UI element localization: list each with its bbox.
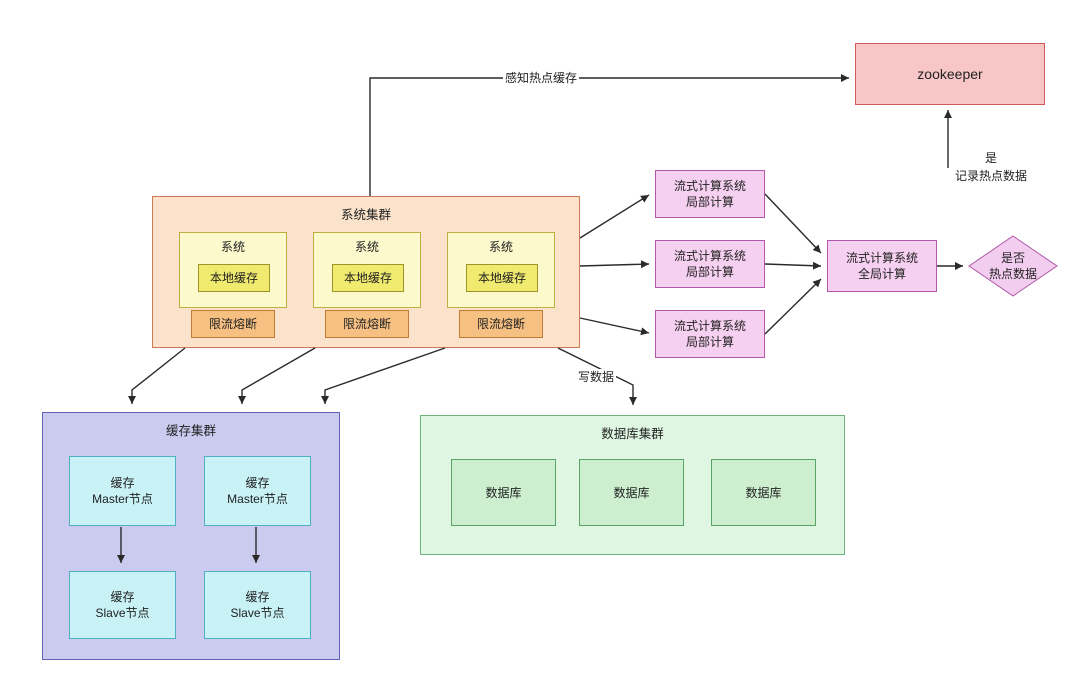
database-cluster-title: 数据库集群 xyxy=(601,427,664,441)
database-label: 数据库 xyxy=(485,485,522,500)
zookeeper-label: zookeeper xyxy=(917,66,983,82)
cache-cluster-title: 缓存集群 xyxy=(165,424,216,438)
local-cache-node: 本地缓存 xyxy=(198,264,270,292)
record-hot-data-line: 记录热点数据 xyxy=(954,169,1027,183)
cache-cluster: 缓存集群 缓存 Master节点 缓存 Master节点 缓存 Slave节点 … xyxy=(42,412,340,660)
cache-slave-line2: Slave节点 xyxy=(230,606,285,620)
cache-slave-line1: 缓存 xyxy=(110,590,135,604)
rate-limit-node: 限流熔断 xyxy=(459,310,543,338)
system-title: 系统 xyxy=(354,240,379,254)
stream-local-node: 流式计算系统 局部计算 xyxy=(655,310,765,358)
edge-to-stream-local-1 xyxy=(579,194,650,239)
edge-local2-to-global xyxy=(764,261,822,270)
database-node: 数据库 xyxy=(579,459,684,526)
record-yes-label: 是 xyxy=(984,151,997,165)
cache-slave-line2: Slave节点 xyxy=(95,606,150,620)
record-hot-data-label: 是 记录热点数据 xyxy=(935,149,1047,185)
stream-local-line1: 流式计算系统 xyxy=(673,319,746,333)
database-node: 数据库 xyxy=(711,459,816,526)
system-title: 系统 xyxy=(220,240,245,254)
local-cache-node: 本地缓存 xyxy=(466,264,538,292)
stream-global-line2: 全局计算 xyxy=(857,267,906,281)
write-data-label: 写数据 xyxy=(576,369,617,385)
rate-limit-node: 限流熔断 xyxy=(325,310,409,338)
local-cache-node: 本地缓存 xyxy=(332,264,404,292)
rate-limit-label: 限流熔断 xyxy=(208,317,257,331)
local-cache-label: 本地缓存 xyxy=(343,271,392,285)
edge-to-cache-3 xyxy=(321,347,446,404)
perceive-hot-cache-label: 感知热点缓存 xyxy=(503,70,580,86)
cache-master-line1: 缓存 xyxy=(245,476,270,490)
stream-local-node: 流式计算系统 局部计算 xyxy=(655,240,765,288)
system-title: 系统 xyxy=(488,240,513,254)
edge-local3-to-global xyxy=(764,278,822,335)
cache-master-node: 缓存 Master节点 xyxy=(69,456,176,526)
decision-line1: 是否 xyxy=(1000,251,1025,265)
cache-master-line1: 缓存 xyxy=(110,476,135,490)
cache-slave-node: 缓存 Slave节点 xyxy=(204,571,311,639)
database-node: 数据库 xyxy=(451,459,556,526)
rate-limit-label: 限流熔断 xyxy=(476,317,525,331)
cache-master-line2: Master节点 xyxy=(92,492,153,506)
system-node: 系统 本地缓存 xyxy=(447,232,555,308)
system-node: 系统 本地缓存 xyxy=(313,232,421,308)
edge-to-stream-local-3 xyxy=(579,317,650,336)
local-cache-label: 本地缓存 xyxy=(209,271,258,285)
local-cache-label: 本地缓存 xyxy=(477,271,526,285)
edge-to-cache-2 xyxy=(238,347,316,404)
cache-slave-node: 缓存 Slave节点 xyxy=(69,571,176,639)
stream-local-line1: 流式计算系统 xyxy=(673,179,746,193)
edge-perceive-hot-cache xyxy=(369,74,849,196)
rate-limit-node: 限流熔断 xyxy=(191,310,275,338)
stream-global-line1: 流式计算系统 xyxy=(845,251,918,265)
hot-data-decision-label: 是否 热点数据 xyxy=(971,250,1055,282)
database-label: 数据库 xyxy=(745,485,782,500)
stream-global-node: 流式计算系统 全局计算 xyxy=(827,240,937,292)
database-cluster: 数据库集群 数据库 数据库 数据库 xyxy=(420,415,845,555)
stream-local-line2: 局部计算 xyxy=(685,335,734,349)
system-node: 系统 本地缓存 xyxy=(179,232,287,308)
edge-to-stream-local-2 xyxy=(579,260,650,269)
system-cluster: 系统集群 系统 本地缓存 限流熔断 系统 本地缓存 限流熔断 系统 本地缓存 xyxy=(152,196,580,348)
stream-local-line1: 流式计算系统 xyxy=(673,249,746,263)
stream-local-line2: 局部计算 xyxy=(685,265,734,279)
system-cluster-title: 系统集群 xyxy=(340,208,391,222)
edge-local1-to-global xyxy=(764,193,822,254)
decision-line2: 热点数据 xyxy=(988,267,1037,281)
database-label: 数据库 xyxy=(613,485,650,500)
cache-master-line2: Master节点 xyxy=(227,492,288,506)
cache-master-node: 缓存 Master节点 xyxy=(204,456,311,526)
stream-local-node: 流式计算系统 局部计算 xyxy=(655,170,765,218)
rate-limit-label: 限流熔断 xyxy=(342,317,391,331)
edge-to-cache-1 xyxy=(128,347,186,404)
stream-local-line2: 局部计算 xyxy=(685,195,734,209)
zookeeper-node: zookeeper xyxy=(855,43,1045,105)
cache-slave-line1: 缓存 xyxy=(245,590,270,604)
